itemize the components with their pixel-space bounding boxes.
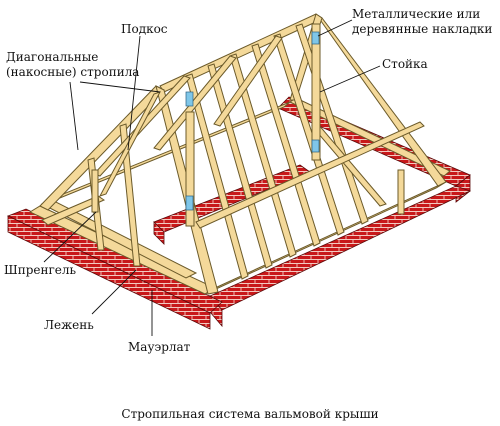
back-rafter-2 [153,55,237,151]
label-diagonal-rafters-line2: (накосные) стропила [6,65,140,79]
connector-plates [185,31,320,211]
brick-partition-face [153,221,165,245]
plate-post-low [185,195,194,211]
leader-shprengel [43,211,97,263]
plate-post-front [185,91,194,107]
figure-caption: Стропильная система вальмовой крыши [121,407,379,421]
label-metal-plates-line2: деревянные накладки [352,22,493,36]
tie-beam [195,121,425,229]
label-diagonal-rafters-line1: Диагональные [6,50,99,64]
plate-ridge-mid [311,139,320,153]
leader-lines [43,19,381,336]
label-shprengel: Шпренгель [4,263,77,277]
stoyka-post-mid [311,23,321,161]
label-podkos: Подкос [121,22,168,36]
label-metal-plates-line1: Металлические или [352,7,481,21]
stoyka-post-right [397,169,405,215]
label-mauerlat: Мауэрлат [128,340,191,354]
leader-lezhen [91,269,137,315]
leader-diagonal-b [79,81,161,93]
leader-diagonal-a [69,81,79,151]
label-stoyka: Стойка [382,57,428,71]
brick-wall-front-face [7,215,211,330]
leader-podkos [127,35,141,151]
plate-ridge-top [311,31,320,45]
roof-framing [28,13,451,295]
shprengel-beam [41,195,106,226]
jack-rafter-1 [119,123,141,267]
stoyka-post-left [91,169,99,213]
label-lezhen: Лежень [44,318,94,332]
leader-stoyka [319,65,381,93]
back-rafter-3 [213,35,283,127]
leader-metal [317,19,353,37]
